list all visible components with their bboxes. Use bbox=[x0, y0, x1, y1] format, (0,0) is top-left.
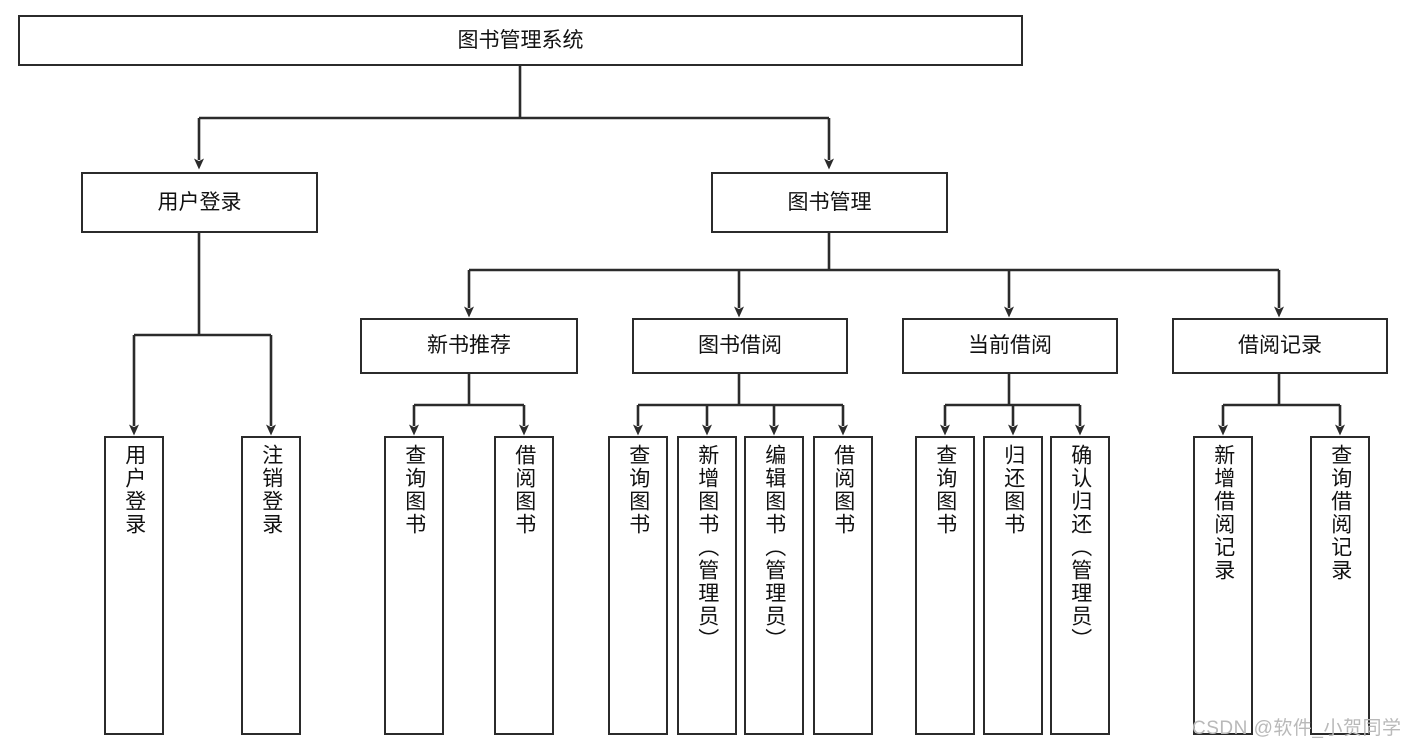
node-book-borrow[interactable]: 图书借阅 bbox=[632, 318, 848, 374]
leaf-current-borrow-return-books[interactable]: 归还图书 bbox=[983, 436, 1043, 735]
node-label: 当前借阅 bbox=[968, 334, 1052, 358]
node-label: 借阅记录 bbox=[1238, 334, 1322, 358]
leaf-book-borrow-query-books[interactable]: 查询图书 bbox=[608, 436, 668, 735]
node-label: 新增借阅记录 bbox=[1211, 444, 1235, 582]
node-label: 图书管理系统 bbox=[457, 28, 584, 52]
node-label: 查询图书 bbox=[626, 444, 650, 536]
node-label: 图书借阅 bbox=[698, 334, 782, 358]
leaf-book-borrow-borrow-books[interactable]: 借阅图书 bbox=[813, 436, 873, 735]
node-current-borrow[interactable]: 当前借阅 bbox=[902, 318, 1118, 374]
leaf-current-borrow-query-books[interactable]: 查询图书 bbox=[915, 436, 975, 735]
node-label: 图书管理 bbox=[787, 190, 872, 214]
leaf-user-login-sign-in[interactable]: 用户登录 bbox=[104, 436, 164, 735]
leaf-user-login-sign-out[interactable]: 注销登录 bbox=[241, 436, 301, 735]
node-label: 用户登录 bbox=[157, 190, 242, 214]
node-label: 借阅图书 bbox=[831, 444, 855, 536]
node-label: 用户登录 bbox=[122, 444, 146, 536]
leaf-new-book-query-books[interactable]: 查询图书 bbox=[384, 436, 444, 735]
node-new-book-recommendation[interactable]: 新书推荐 bbox=[360, 318, 578, 374]
leaf-book-borrow-edit-book-admin[interactable]: 编辑图书（管理员） bbox=[744, 436, 804, 735]
node-label: 新书推荐 bbox=[427, 334, 511, 358]
node-label: 查询借阅记录 bbox=[1328, 444, 1352, 582]
leaf-book-borrow-add-book-admin[interactable]: 新增图书（管理员） bbox=[677, 436, 737, 735]
node-root-book-management-system[interactable]: 图书管理系统 bbox=[18, 15, 1023, 66]
leaf-borrow-records-add-record[interactable]: 新增借阅记录 bbox=[1193, 436, 1253, 735]
node-label: 注销登录 bbox=[259, 444, 283, 536]
node-label: 确认归还（管理员） bbox=[1068, 444, 1092, 651]
leaf-new-book-borrow-books[interactable]: 借阅图书 bbox=[494, 436, 554, 735]
node-label: 查询图书 bbox=[933, 444, 957, 536]
node-user-login[interactable]: 用户登录 bbox=[81, 172, 318, 233]
leaf-borrow-records-query-record[interactable]: 查询借阅记录 bbox=[1310, 436, 1370, 735]
node-label: 借阅图书 bbox=[512, 444, 536, 536]
node-label: 归还图书 bbox=[1001, 444, 1025, 536]
node-book-management[interactable]: 图书管理 bbox=[711, 172, 948, 233]
node-label: 查询图书 bbox=[402, 444, 426, 536]
node-borrow-records[interactable]: 借阅记录 bbox=[1172, 318, 1388, 374]
node-label: 新增图书（管理员） bbox=[695, 444, 719, 651]
leaf-current-borrow-confirm-return-admin[interactable]: 确认归还（管理员） bbox=[1050, 436, 1110, 735]
node-label: 编辑图书（管理员） bbox=[762, 444, 786, 651]
